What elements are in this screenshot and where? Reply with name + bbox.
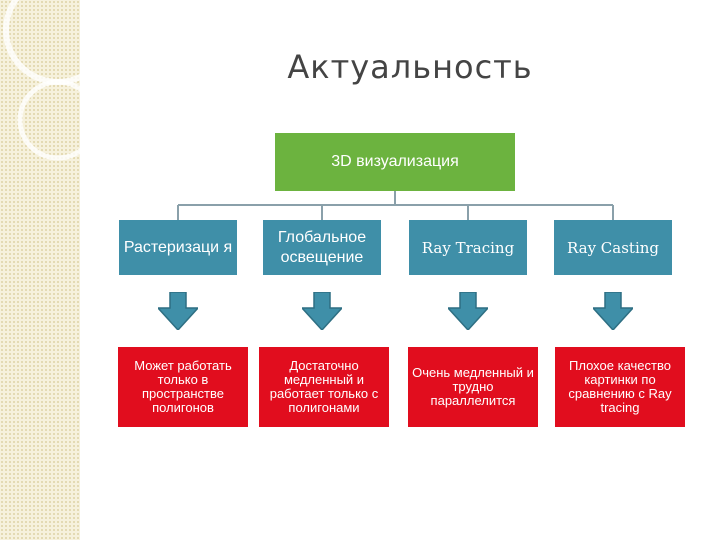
category-node-rasterization: Растеризаци я bbox=[119, 220, 237, 275]
root-node-label: 3D визуализация bbox=[331, 153, 458, 171]
down-arrow-icon bbox=[302, 292, 342, 330]
category-label: Ray Casting bbox=[567, 239, 659, 257]
description-text: Плохое качество картинки по сравнению с … bbox=[559, 359, 681, 415]
category-label: Растеризаци я bbox=[124, 238, 232, 258]
category-label: Ray Tracing bbox=[422, 239, 514, 257]
description-text: Очень медленный и трудно параллелится bbox=[412, 366, 534, 408]
down-arrow-icon bbox=[593, 292, 633, 330]
root-node: 3D визуализация bbox=[275, 133, 515, 191]
category-node-ray-casting: Ray Casting bbox=[554, 220, 672, 275]
description-box-rasterization: Может работать только в пространстве пол… bbox=[118, 347, 248, 427]
down-arrow-icon bbox=[158, 292, 198, 330]
category-label: Глобальное освещение bbox=[263, 228, 381, 268]
description-box-ray-tracing: Очень медленный и трудно параллелится bbox=[408, 347, 538, 427]
category-node-global-illumination: Глобальное освещение bbox=[263, 220, 381, 275]
description-text: Достаточно медленный и работает только с… bbox=[263, 359, 385, 415]
description-text: Может работать только в пространстве пол… bbox=[122, 359, 244, 415]
description-box-global-illumination: Достаточно медленный и работает только с… bbox=[259, 347, 389, 427]
category-node-ray-tracing: Ray Tracing bbox=[409, 220, 527, 275]
description-box-ray-casting: Плохое качество картинки по сравнению с … bbox=[555, 347, 685, 427]
down-arrow-icon bbox=[448, 292, 488, 330]
